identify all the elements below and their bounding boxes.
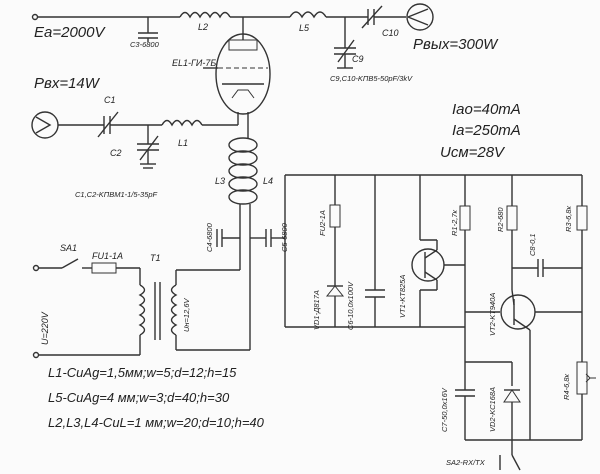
label-iao: Iao=40mA — [452, 101, 521, 118]
label-l3: L3 — [215, 176, 226, 186]
label-t1: T1 — [150, 253, 161, 263]
tube-el1 — [203, 17, 271, 120]
label-pout: Pвых=300W — [413, 36, 498, 53]
label-r2: R2-680 — [496, 207, 505, 232]
label-vt2: VT2-KT940A — [488, 292, 497, 336]
label-r1: R1-2,7к — [450, 209, 459, 236]
label-c10: C10 — [382, 28, 399, 38]
label-c7: C7-50,0x16V — [440, 388, 449, 432]
note-l1: L1-CuAg=1,5мм;w=5;d=12;h=15 — [48, 365, 237, 380]
label-sa2: SA2-RX/TX — [446, 458, 485, 467]
note-l2-l3-l4: L2,L3,L4-CuL=1 мм;w=20;d=10;h=40 — [48, 415, 264, 430]
label-c6: C6-10,0x100V — [346, 282, 355, 330]
label-fu1: FU1-1A — [92, 251, 124, 261]
filament-chokes — [216, 120, 285, 270]
label-pin: Pвх=14W — [34, 75, 99, 92]
label-un: Uн=12,6V — [182, 298, 191, 332]
label-c5: C5-6800 — [280, 223, 289, 252]
label-el1: EL1-ГИ-7Б — [172, 58, 217, 68]
label-c8: C8-0,1 — [528, 233, 537, 256]
mains-transformer — [32, 258, 251, 359]
label-l1: L1 — [178, 138, 189, 148]
label-l4: L4 — [263, 176, 274, 186]
label-l5: L5 — [299, 23, 310, 33]
label-c1: C1 — [104, 95, 116, 105]
label-vd1: VD1-Д817А — [312, 290, 321, 330]
label-c9: C9 — [352, 54, 364, 64]
label-c1c2: C1,C2-KПВМ1-1/5-35pF — [75, 190, 158, 199]
input-network — [31, 111, 239, 169]
label-u220: U=220V — [40, 312, 50, 345]
label-r3: R3-6,8к — [564, 205, 573, 232]
bias-regulator — [284, 174, 596, 471]
note-l5: L5-CuAg=4 мм;w=3;d=40;h=30 — [48, 390, 230, 405]
label-c9c10: C9,C10-KПВ5-50pF/3kV — [330, 74, 413, 83]
label-ucm: Ucм=28V — [440, 144, 505, 161]
label-sa1: SA1 — [60, 243, 78, 253]
label-c4: C4-6800 — [205, 223, 214, 252]
label-c2: C2 — [110, 148, 122, 158]
label-r4: R4-6,8к — [562, 373, 571, 400]
label-vt1: VT1-KT825A — [398, 274, 407, 318]
label-c3: C3-6800 — [130, 40, 159, 49]
label-vd2: VD2-KC168A — [488, 386, 497, 432]
label-fu2: FU2-1A — [318, 210, 327, 236]
label-ea: Ea=2000V — [34, 24, 105, 41]
label-ia: Ia=250mA — [452, 122, 521, 139]
anode-supply-line — [31, 3, 434, 69]
label-l2: L2 — [198, 22, 209, 32]
